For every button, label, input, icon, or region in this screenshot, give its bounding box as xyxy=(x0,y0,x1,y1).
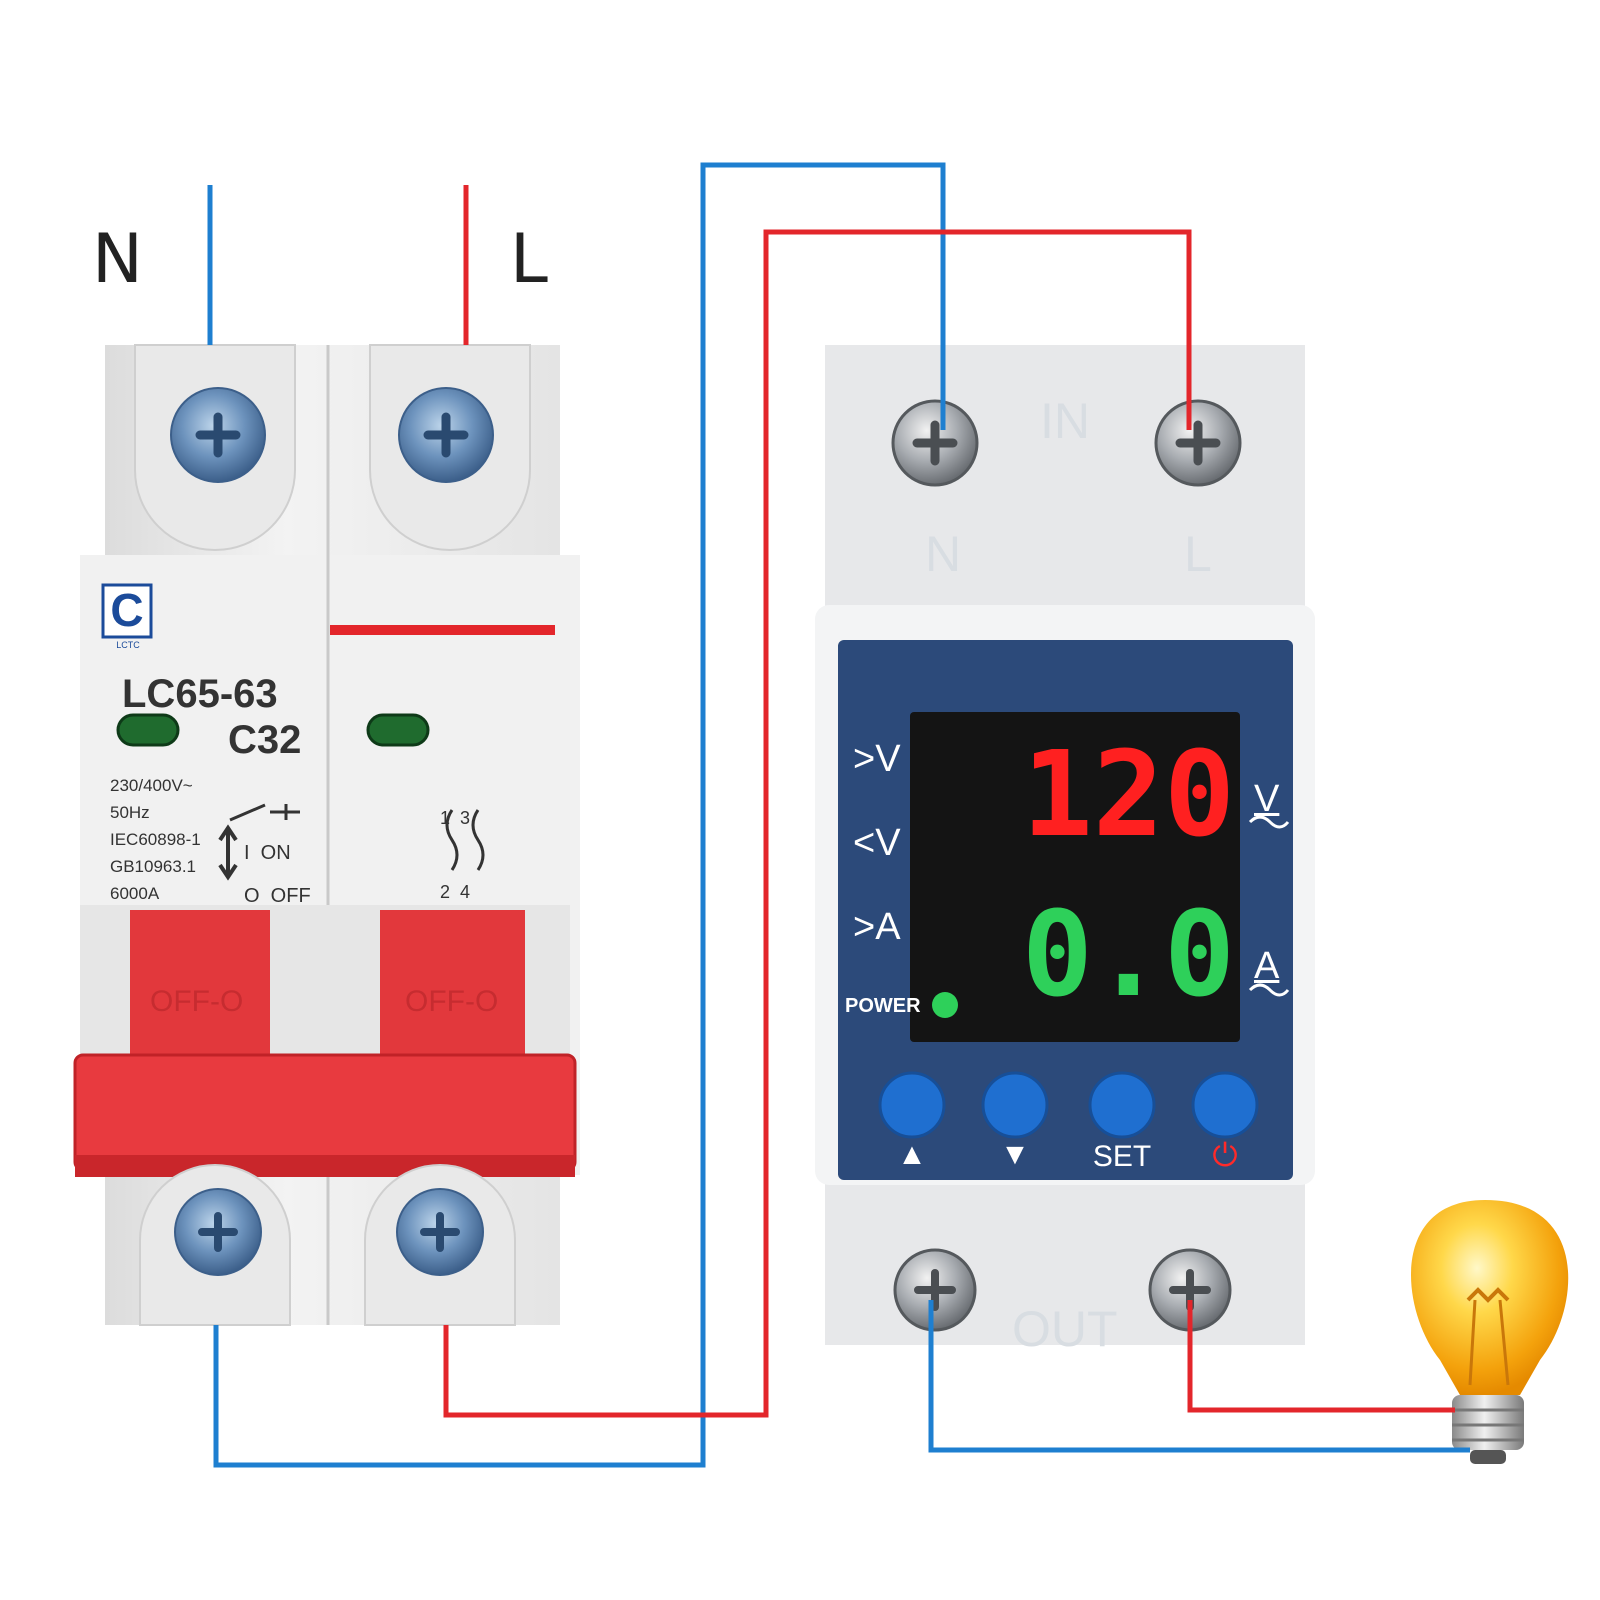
spec-frequency: 50Hz xyxy=(110,803,150,822)
toggle-bar-shadow xyxy=(75,1155,575,1177)
circuit-breaker: C xyxy=(73,344,580,1326)
current-unit: A xyxy=(1254,945,1280,987)
live-link-wire xyxy=(443,229,1192,1418)
switch-symbol xyxy=(229,803,300,822)
terminal-l-label: L xyxy=(1184,526,1212,582)
load-live-wire xyxy=(1187,1300,1455,1413)
switch-off-label: O OFF xyxy=(244,885,311,907)
output-label: OUT xyxy=(1012,1301,1118,1357)
handle-label-1: OFF-O xyxy=(150,985,244,1018)
bulb-filament-support xyxy=(1468,1299,1510,1386)
pole-numbers-top: 1 3 xyxy=(440,808,471,828)
voltage-unit: V xyxy=(1254,778,1280,820)
overvoltage-indicator: >V xyxy=(853,738,901,780)
protector-in-screw-n xyxy=(891,399,979,487)
status-window-1 xyxy=(116,713,180,747)
power-icon: ⏻ xyxy=(1212,1137,1238,1173)
live-supply-label: L xyxy=(510,220,548,299)
input-label: IN xyxy=(1040,393,1090,449)
breaker-rating: C32 xyxy=(228,718,302,762)
breaker-model: LC65-63 xyxy=(122,672,278,716)
breaker-top-screw-n xyxy=(170,387,266,483)
trip-coil-symbol xyxy=(445,809,485,871)
breaker-bottom-screw-l xyxy=(396,1188,484,1276)
protector-out-screw-n xyxy=(893,1248,977,1332)
up-button[interactable] xyxy=(878,1071,946,1139)
bulb-filament-icon xyxy=(1466,1287,1510,1303)
brand-logo xyxy=(101,583,153,639)
voltage-readout: 120 xyxy=(1021,725,1235,863)
brand-logo-text: LCTC xyxy=(116,640,140,650)
status-window-2 xyxy=(366,713,430,747)
switch-on-label: I ON xyxy=(244,842,291,864)
toggle-bar[interactable] xyxy=(73,1053,577,1172)
breaker-bottom-screw-n xyxy=(174,1188,262,1276)
protector-in-screw-l xyxy=(1154,399,1242,487)
set-button-label: SET xyxy=(1092,1140,1152,1173)
neutral-supply-label: N xyxy=(92,220,143,299)
neutral-link-wire xyxy=(213,162,946,1468)
set-button[interactable] xyxy=(1088,1071,1156,1139)
undervoltage-indicator: <V xyxy=(853,822,901,864)
down-arrow-icon: ▼ xyxy=(1000,1138,1030,1171)
breaker-top-screw-l xyxy=(398,387,494,483)
load-neutral-wire xyxy=(928,1300,1470,1453)
ac-current-icon xyxy=(1248,983,1290,997)
handle-pole-1[interactable] xyxy=(130,910,270,1060)
bulb-base-thread xyxy=(1452,1408,1524,1442)
brand-logo-mark: C xyxy=(110,584,143,636)
terminal-n-label: N xyxy=(925,526,962,582)
power-led xyxy=(932,992,958,1018)
handle-pole-2[interactable] xyxy=(380,910,525,1060)
on-off-arrow-icon xyxy=(218,824,238,881)
spec-standard-iec: IEC60898-1 xyxy=(110,830,201,849)
bulb-contact xyxy=(1470,1450,1506,1464)
led-display xyxy=(910,712,1240,1042)
power-indicator-label: POWER xyxy=(845,995,921,1017)
spec-voltage: 230/400V~ xyxy=(110,776,193,795)
handle-label-2: OFF-O xyxy=(405,985,499,1018)
overcurrent-indicator: >A xyxy=(853,906,901,948)
pole-numbers-bottom: 2 4 xyxy=(440,882,471,902)
power-button[interactable] xyxy=(1191,1071,1259,1139)
down-button[interactable] xyxy=(981,1071,1049,1139)
pole-stripe xyxy=(330,625,555,635)
current-readout: 0.0 xyxy=(1021,885,1235,1023)
voltage-protector xyxy=(815,345,1315,1345)
bulb-base xyxy=(1452,1395,1524,1450)
wiring xyxy=(207,162,1470,1468)
light-bulb xyxy=(1411,1200,1569,1464)
spec-standard-gb: GB10963.1 xyxy=(110,857,197,876)
up-arrow-icon: ▲ xyxy=(897,1138,927,1171)
spec-breaking-capacity: 6000A xyxy=(110,884,160,903)
protector-out-screw-l xyxy=(1148,1248,1232,1332)
ac-voltage-icon xyxy=(1248,815,1290,829)
